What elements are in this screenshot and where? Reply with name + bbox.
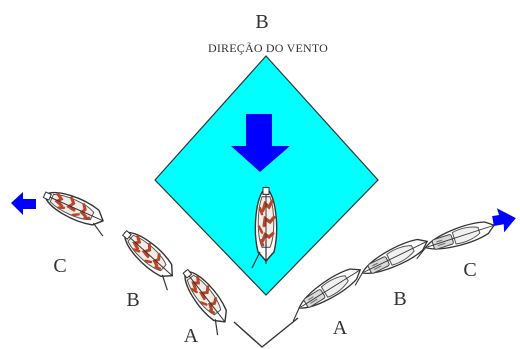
sailboat-icon [37, 183, 115, 238]
sailboat-icon [283, 261, 366, 323]
wind-direction-label: DIREÇÃO DO VENTO [208, 41, 328, 55]
label-left-c: C [53, 255, 66, 277]
sailboat-icon [113, 223, 186, 292]
label-left-b: B [126, 289, 139, 311]
label-right-b: B [393, 288, 406, 310]
label-right-a: A [333, 317, 348, 339]
wind-zone [154, 55, 379, 296]
sailboat-icon [347, 232, 432, 287]
label-left-a: A [184, 325, 199, 347]
arrow-down-icon [231, 114, 290, 172]
sailboat-icon [410, 216, 498, 261]
tack-path [233, 317, 299, 348]
label-top-b: B [255, 11, 268, 33]
arrow-left-icon [11, 192, 36, 215]
arrow-right-icon [492, 208, 516, 233]
label-right-c: C [463, 259, 476, 281]
